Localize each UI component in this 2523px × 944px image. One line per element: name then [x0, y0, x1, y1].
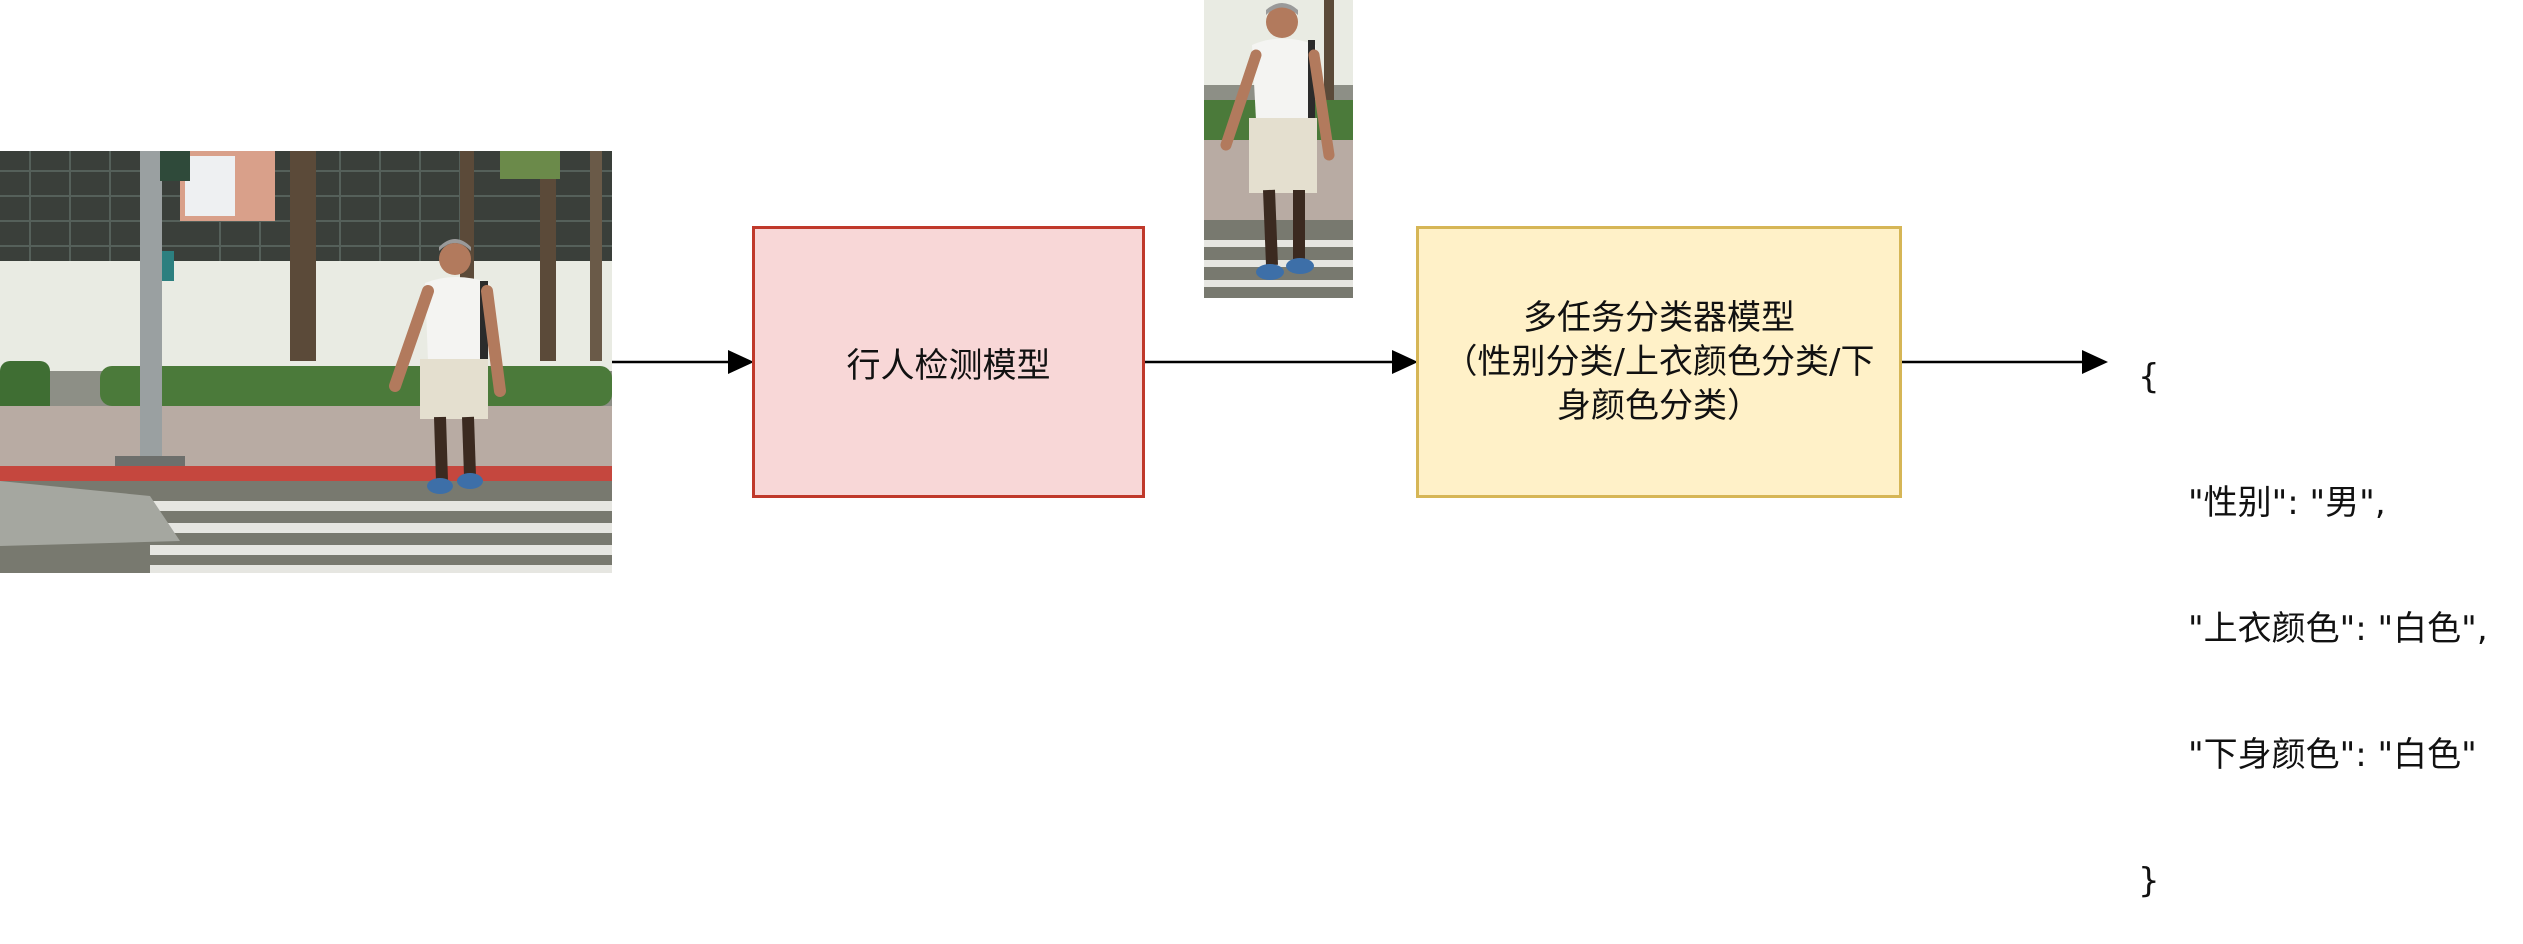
json-open-brace: { — [2138, 357, 2160, 397]
street-scene-photo — [0, 151, 612, 573]
flow-arrows — [612, 350, 2108, 374]
classifier-label-line-1: 多任务分类器模型 — [1522, 298, 1795, 338]
json-line-lower-color: "下身颜色": "白色" — [2188, 735, 2477, 775]
detector-label: 行人检测模型 — [846, 345, 1051, 386]
classifier-label-line-3: 身颜色分类） — [1556, 386, 1761, 426]
json-output: { "性别": "男", "上衣颜色": "白色", "下身颜色": "白色" … — [2138, 272, 2488, 944]
classifier-label-line-2: （性别分类/上衣颜色分类/下 — [1443, 342, 1875, 382]
arrowhead-icon — [1392, 350, 1418, 374]
multitask-classifier-box: 多任务分类器模型 （性别分类/上衣颜色分类/下 身颜色分类） — [1416, 226, 1902, 498]
json-close-brace: } — [2138, 861, 2160, 901]
arrowhead-icon — [2082, 350, 2108, 374]
arrowhead-icon — [728, 350, 754, 374]
pedestrian-crop-photo — [1204, 0, 1353, 298]
json-line-gender: "性别": "男", — [2188, 483, 2386, 523]
pedestrian-detector-box: 行人检测模型 — [752, 226, 1145, 498]
json-line-upper-color: "上衣颜色": "白色", — [2188, 609, 2488, 649]
